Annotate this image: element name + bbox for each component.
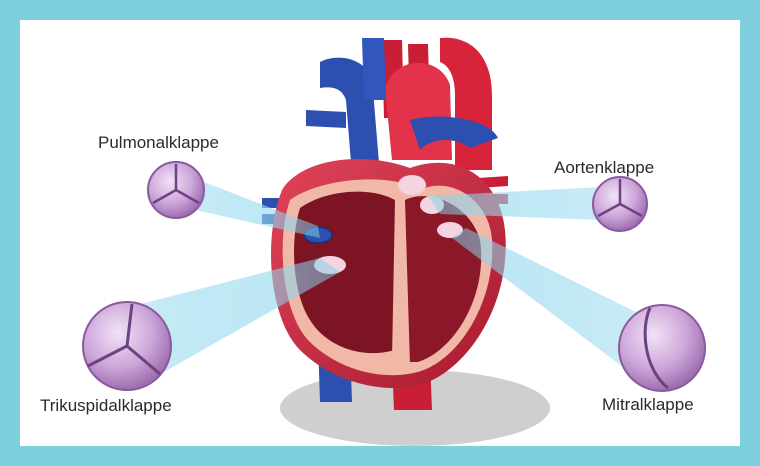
valve-trikuspidal bbox=[83, 302, 171, 390]
label-mitralklappe: Mitralklappe bbox=[602, 395, 694, 415]
label-aortenklappe: Aortenklappe bbox=[554, 158, 654, 178]
valve-pulmonal bbox=[148, 162, 204, 218]
valve-mitral bbox=[619, 305, 705, 391]
label-trikuspidalklappe: Trikuspidalklappe bbox=[40, 396, 172, 416]
label-pulmonalklappe: Pulmonalklappe bbox=[98, 133, 219, 153]
valve-aorten bbox=[593, 177, 647, 231]
